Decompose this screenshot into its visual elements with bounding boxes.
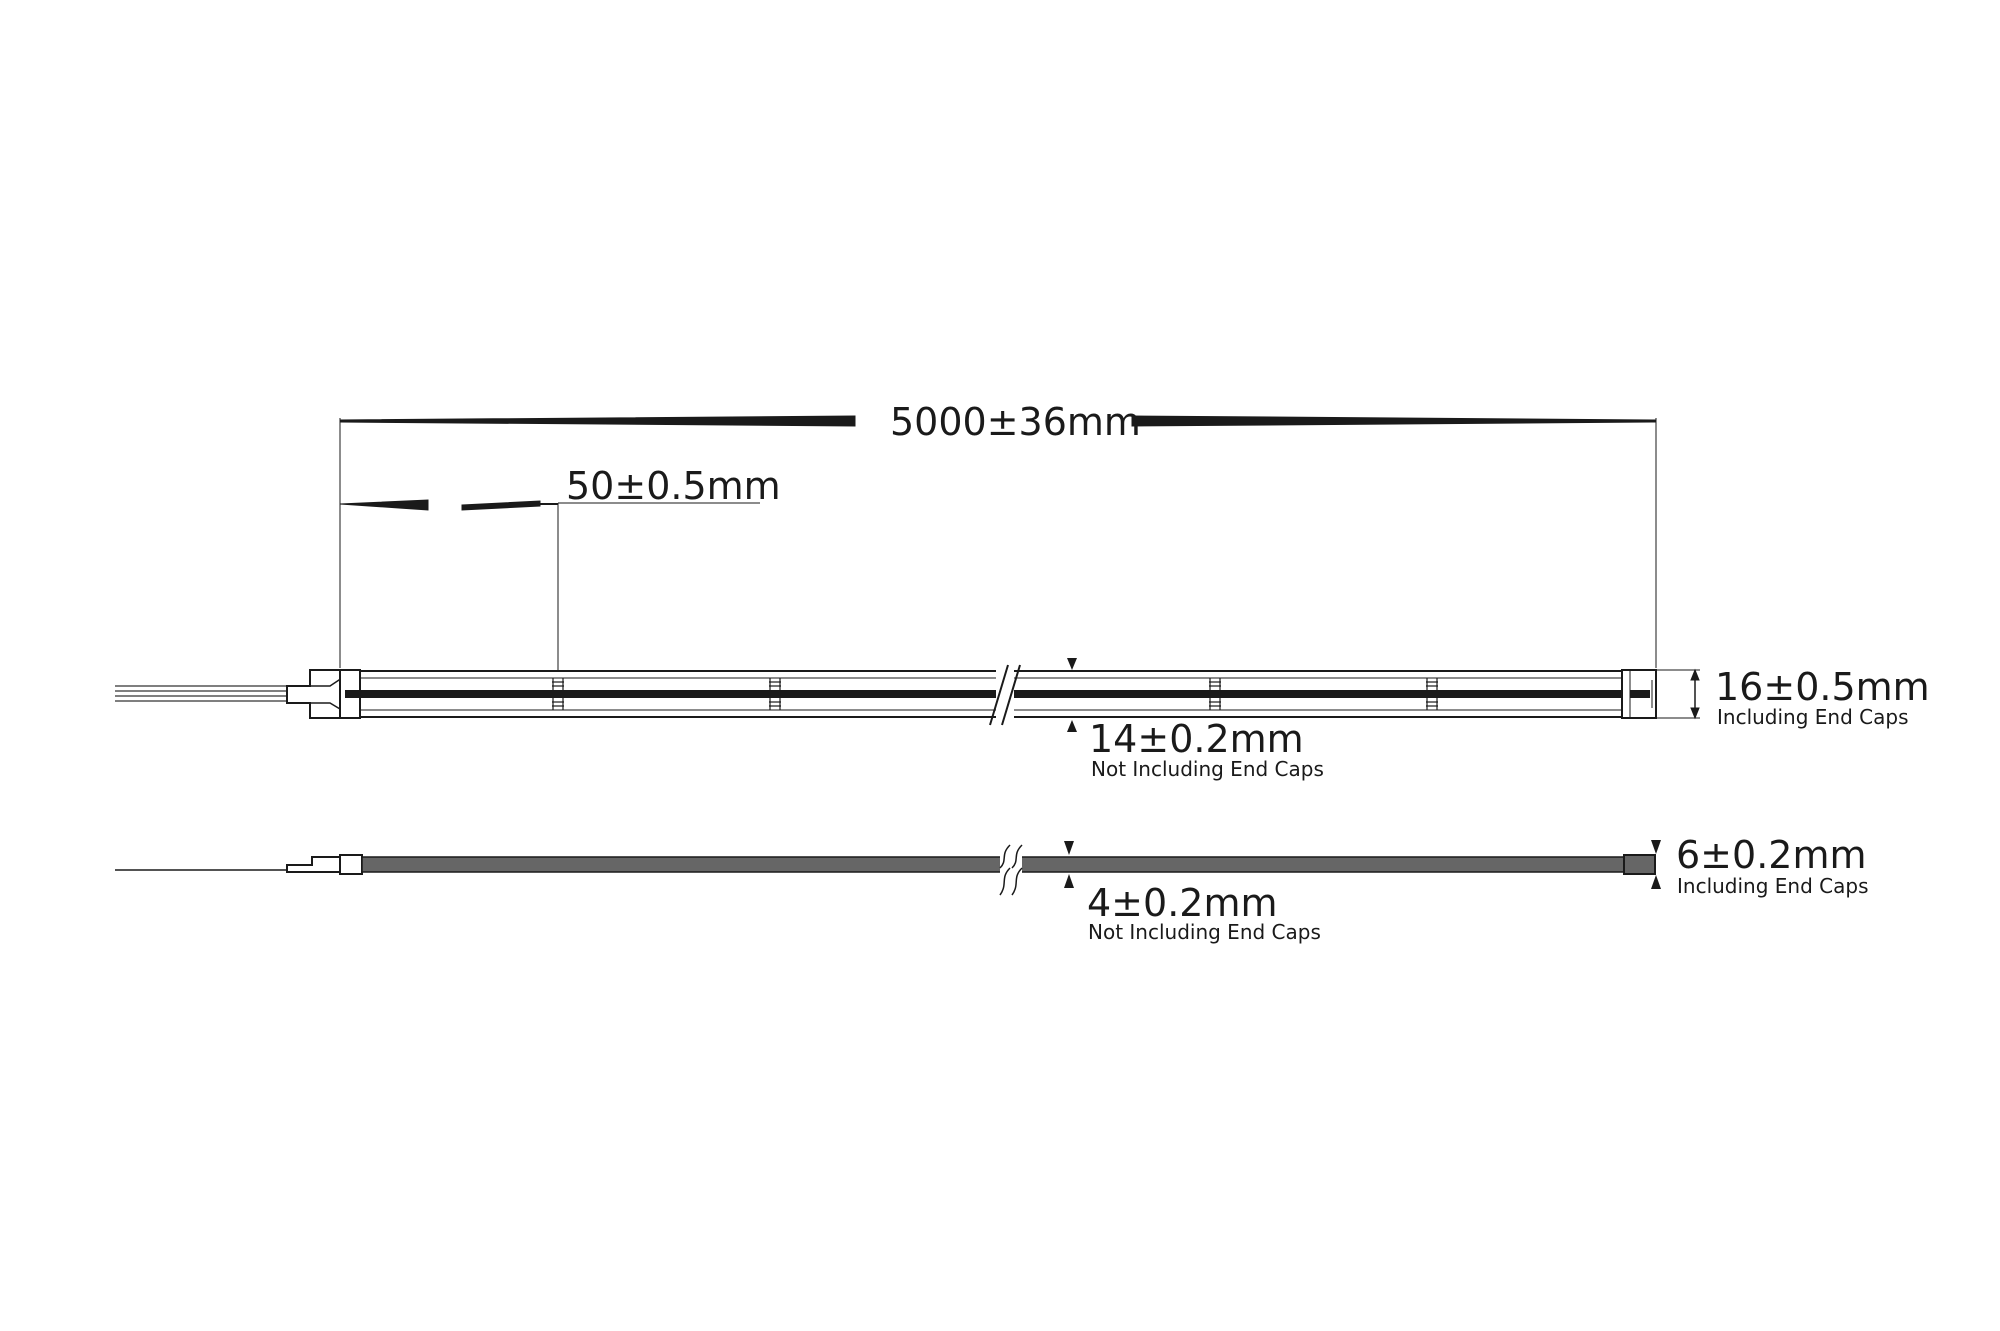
- side-right-cap: [1623, 854, 1656, 875]
- width-with-caps-dimension: [1656, 668, 1700, 720]
- total-length-dimension: [339, 415, 1657, 668]
- side-left-cap: [339, 854, 363, 875]
- width-with-caps-label: 16±0.5mm: [1715, 665, 1930, 709]
- cut-length-dimension: [339, 499, 760, 672]
- height-with-caps-label: 6±0.2mm: [1676, 833, 1867, 877]
- height-without-caps-note: Not Including End Caps: [1088, 920, 1321, 944]
- side-view: [115, 840, 1661, 896]
- height-with-caps-note: Including End Caps: [1677, 874, 1869, 898]
- top-view: [115, 664, 1657, 726]
- width-without-caps-dimension: [1067, 658, 1077, 732]
- cut-length-label: 50±0.5mm: [566, 464, 781, 508]
- break-symbol-top: [989, 664, 1021, 726]
- total-length-label: 5000±36mm: [890, 400, 1141, 444]
- break-symbol-side: [999, 844, 1023, 896]
- width-without-caps-note: Not Including End Caps: [1091, 757, 1324, 781]
- lead-wires: [115, 685, 287, 702]
- width-with-caps-note: Including End Caps: [1717, 705, 1909, 729]
- height-without-caps-label: 4±0.2mm: [1087, 881, 1278, 925]
- side-strip-body: [361, 856, 1625, 873]
- side-connector: [286, 856, 341, 873]
- width-without-caps-label: 14±0.2mm: [1089, 717, 1304, 761]
- cut-marks: [552, 678, 1438, 710]
